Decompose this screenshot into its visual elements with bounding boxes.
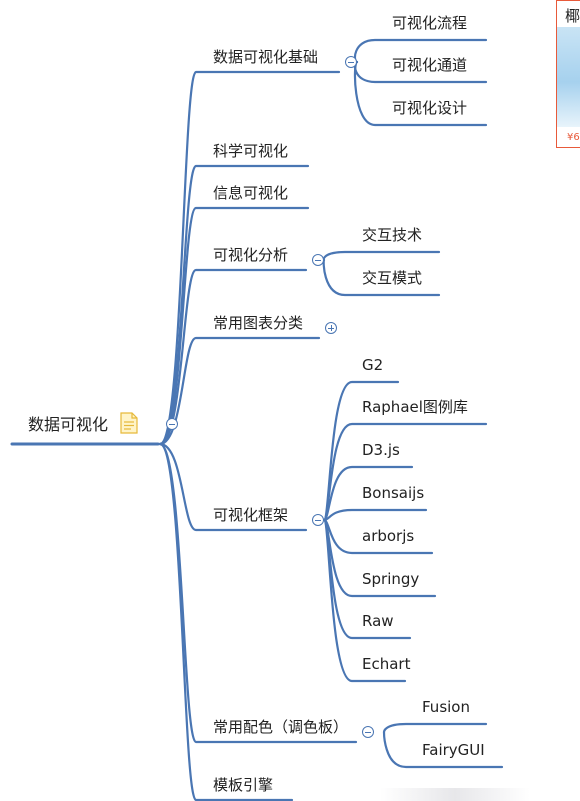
branch-label[interactable]: 模板引擎 bbox=[213, 776, 274, 794]
child-node-label[interactable]: G2 bbox=[362, 356, 384, 374]
branch-collapse-toggle[interactable] bbox=[312, 254, 324, 266]
child-connector bbox=[322, 508, 428, 522]
child-node-label[interactable]: FairyGUI bbox=[422, 741, 485, 759]
branch-connector bbox=[158, 206, 310, 446]
child-connector bbox=[382, 730, 504, 769]
child-node-label[interactable]: 交互模式 bbox=[362, 269, 423, 287]
branch-label[interactable]: 常用配色（调色板） bbox=[213, 718, 349, 736]
branch-connector bbox=[158, 442, 358, 744]
child-connector bbox=[322, 465, 414, 522]
child-node-label[interactable]: Springy bbox=[362, 570, 420, 588]
child-node-label[interactable]: D3.js bbox=[362, 441, 400, 459]
branch-expand-toggle[interactable] bbox=[325, 322, 337, 334]
child-node-label[interactable]: 可视化流程 bbox=[392, 14, 468, 32]
branch-label[interactable]: 信息可视化 bbox=[213, 184, 289, 202]
child-node-label[interactable]: 可视化设计 bbox=[392, 99, 468, 117]
branch-connector bbox=[158, 268, 308, 446]
ad-product-image bbox=[557, 27, 580, 127]
root-node-label[interactable]: 数据可视化 bbox=[28, 415, 109, 434]
advertisement-thumbnail[interactable]: 椰 ¥6 bbox=[556, 0, 580, 148]
root-collapse-toggle[interactable] bbox=[166, 418, 178, 430]
branch-connector bbox=[158, 442, 294, 801]
child-node-label[interactable]: 可视化通道 bbox=[392, 56, 468, 74]
child-node-label[interactable]: Raphael图例库 bbox=[362, 398, 468, 416]
child-node-label[interactable]: Raw bbox=[362, 612, 394, 630]
branch-collapse-toggle[interactable] bbox=[345, 56, 357, 68]
child-connector bbox=[322, 518, 407, 683]
branch-collapse-toggle[interactable] bbox=[312, 514, 324, 526]
page-bottom-fade bbox=[380, 788, 530, 801]
branch-label[interactable]: 可视化框架 bbox=[213, 506, 289, 524]
child-node-label[interactable]: arborjs bbox=[362, 527, 415, 545]
child-connector bbox=[322, 422, 488, 522]
branch-label[interactable]: 常用图表分类 bbox=[213, 314, 304, 332]
branch-connector bbox=[158, 336, 321, 446]
branch-label[interactable]: 科学可视化 bbox=[213, 142, 289, 160]
document-note-icon bbox=[120, 412, 138, 434]
child-connector bbox=[382, 722, 488, 734]
branch-label[interactable]: 数据可视化基础 bbox=[213, 48, 319, 66]
child-node-label[interactable]: Echart bbox=[362, 655, 411, 673]
child-connector bbox=[322, 250, 441, 262]
branch-collapse-toggle[interactable] bbox=[362, 726, 374, 738]
child-node-label[interactable]: 交互技术 bbox=[362, 226, 423, 244]
child-node-label[interactable]: Bonsaijs bbox=[362, 484, 425, 502]
ad-price: ¥6 bbox=[567, 132, 580, 143]
branch-label[interactable]: 可视化分析 bbox=[213, 246, 289, 264]
branch-connector bbox=[158, 442, 308, 532]
child-node-label[interactable]: Fusion bbox=[422, 698, 470, 716]
ad-title-char: 椰 bbox=[565, 7, 580, 25]
